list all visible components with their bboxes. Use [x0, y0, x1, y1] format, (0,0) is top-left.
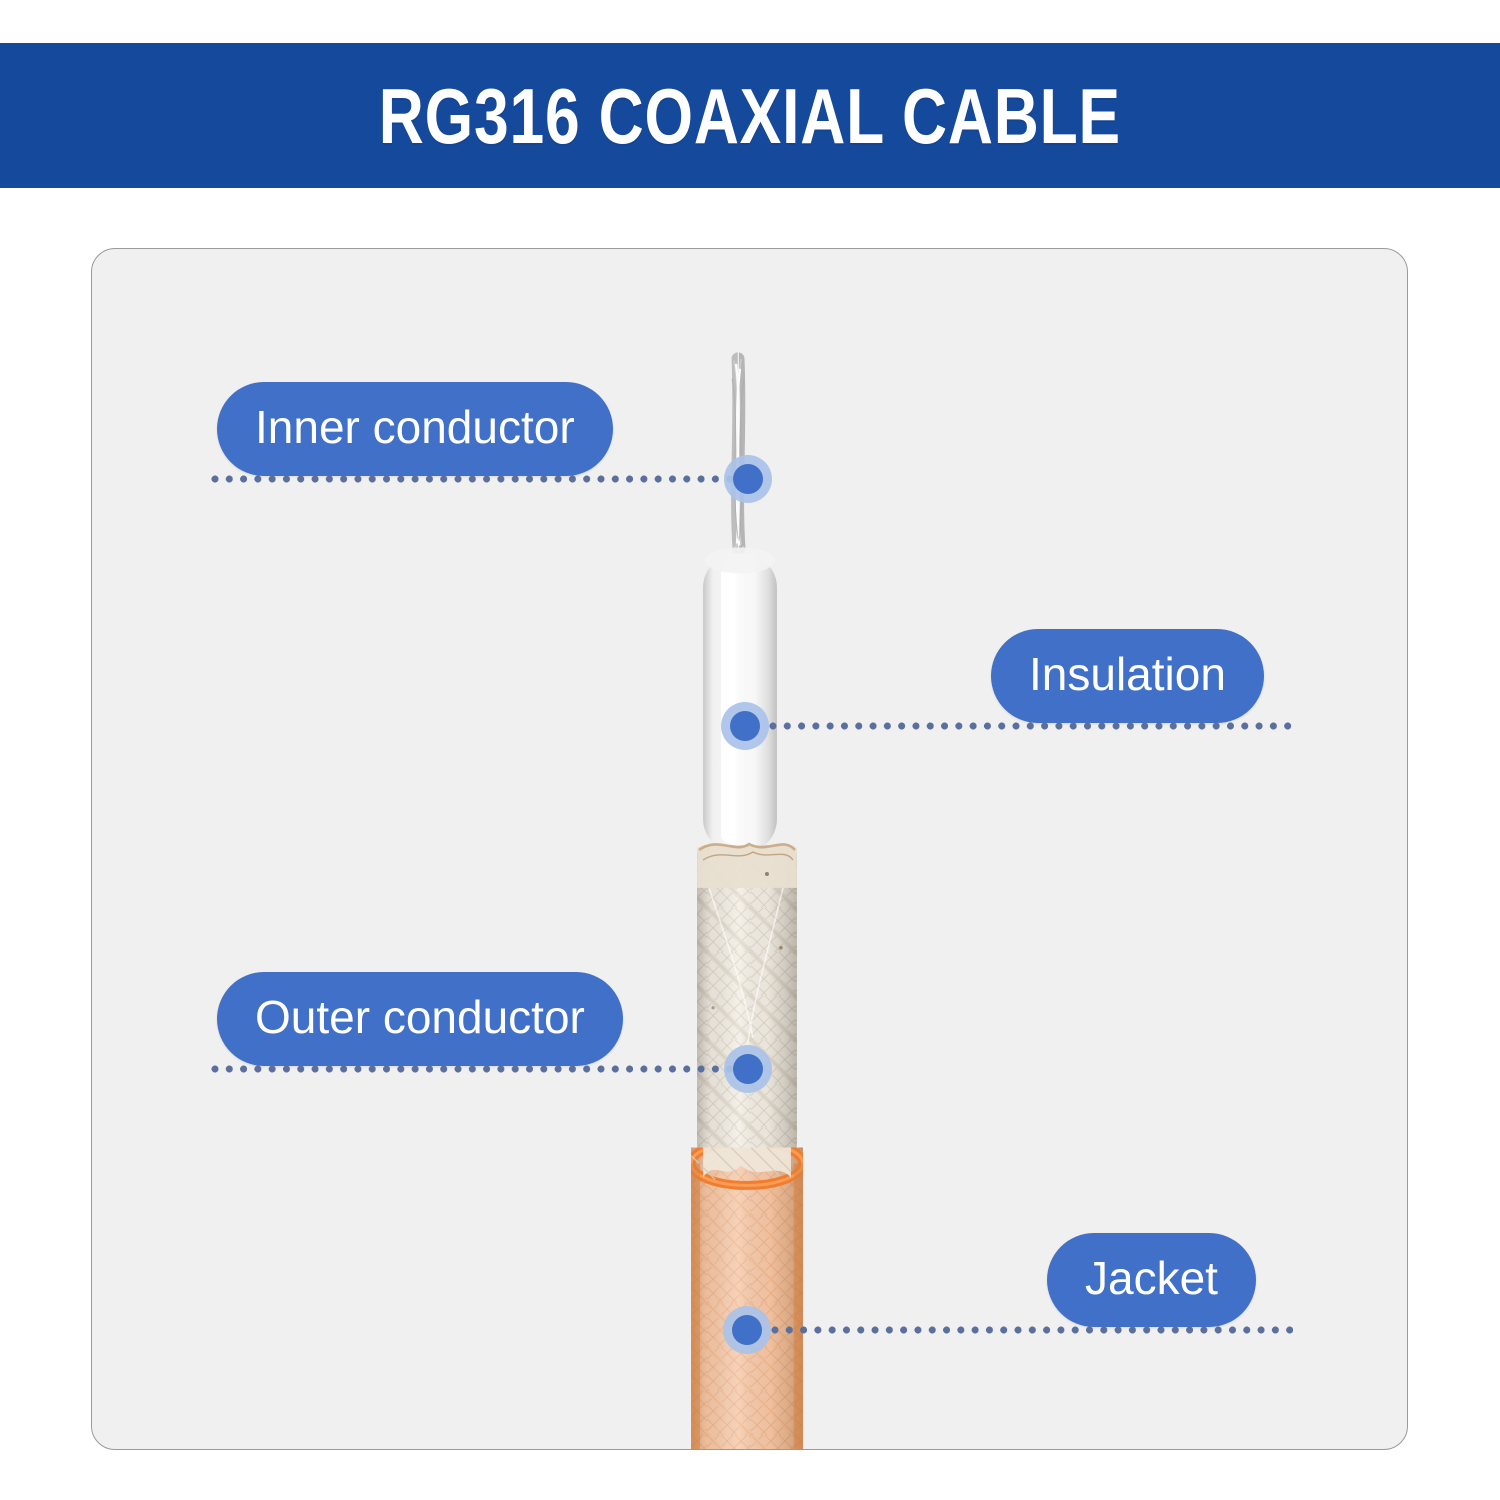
callout-label-jacket[interactable]: Jacket [1047, 1233, 1256, 1327]
leader-line-inner-conductor [211, 475, 741, 483]
callout-label-insulation[interactable]: Insulation [991, 629, 1264, 723]
marker-dot-inner-conductor[interactable] [733, 464, 763, 494]
page-title: RG316 COAXIAL CABLE [378, 71, 1122, 160]
callout-label-outer-conductor[interactable]: Outer conductor [217, 972, 623, 1066]
cable-insulation [703, 547, 777, 853]
callout-label-inner-conductor[interactable]: Inner conductor [217, 382, 613, 476]
marker-dot-outer-conductor[interactable] [733, 1054, 763, 1084]
cable-outer-conductor [697, 842, 797, 1155]
cable-jacket [691, 1147, 803, 1449]
marker-dot-jacket[interactable] [732, 1315, 762, 1345]
leader-line-outer-conductor [211, 1065, 741, 1073]
diagram-card: Inner conductor Insulation Outer conduct… [91, 248, 1408, 1450]
leader-line-jacket [771, 1326, 1293, 1334]
marker-dot-insulation[interactable] [730, 711, 760, 741]
header-bar: RG316 COAXIAL CABLE [0, 43, 1500, 188]
leader-line-insulation [769, 722, 1294, 730]
